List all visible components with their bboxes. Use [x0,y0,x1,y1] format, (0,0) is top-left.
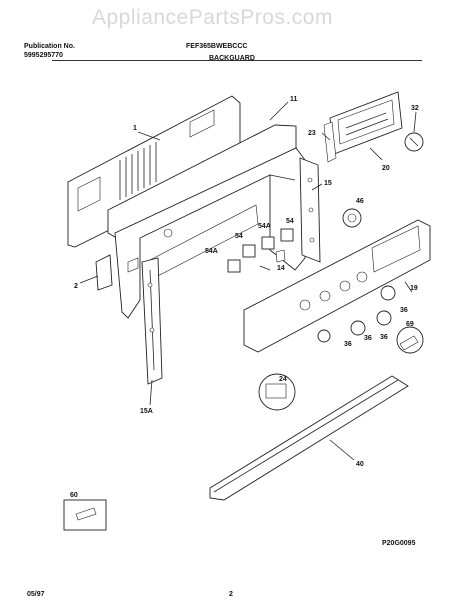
model-code: FEF365BWEBCCC [186,43,248,50]
callout-15a: 15A [140,408,153,415]
callout-24: 24 [279,376,287,383]
callout-19: 19 [410,285,418,292]
part-11-backguard-frame [107,124,306,319]
callout-1: 1 [133,125,137,132]
leader-lines [79,101,417,461]
part-54-switches [227,228,294,273]
callout-69: 69 [406,321,414,328]
part-15a-side-trim [141,257,163,385]
part-2-bracket [95,254,113,291]
part-46-knob [342,208,362,228]
callout-54a-a: 54A [258,223,271,230]
header-rule [52,60,422,61]
callout-54-a: 54 [286,218,294,225]
callout-40: 40 [356,461,364,468]
part-19-control-panel [243,219,431,353]
callout-2: 2 [74,283,78,290]
part-40-lower-trim [209,375,409,501]
callout-60: 60 [70,492,78,499]
part-32-knob [404,132,424,152]
callout-labels: 1 11 2 15 15A 19 20 23 32 46 54 54 54A 5… [70,96,419,499]
callout-36-c: 36 [364,335,372,342]
callout-54a-b: 54A [205,248,218,255]
part-60-screw [63,499,107,531]
publication-number: 5995295770 [24,52,63,59]
callout-32: 32 [411,105,419,112]
callout-36-d: 36 [344,341,352,348]
callout-54-b: 54 [235,233,243,240]
callout-36-a: 36 [400,307,408,314]
drawing-code: P20G0095 [382,540,416,547]
callout-46: 46 [356,198,364,205]
callout-11: 11 [290,96,298,103]
part-15-side-bracket [299,157,321,263]
part-24-switch [258,373,296,411]
callout-36-b: 36 [380,334,388,341]
part-23-overlay [323,121,337,163]
watermark: AppliancePartsPros.com [92,6,333,29]
section-title: BACKGUARD [209,55,255,62]
page-number: 2 [229,591,233,598]
part-69-screw [396,326,424,354]
callout-23: 23 [308,130,316,137]
part-36-knobs [317,285,396,343]
callout-15: 15 [324,180,332,187]
callout-14: 14 [277,265,285,272]
callout-20: 20 [382,165,390,172]
publication-label: Publication No. [24,43,75,50]
footer-date: 05/97 [27,591,45,598]
part-20-control-board [329,91,403,155]
part-14-clip [275,249,286,263]
